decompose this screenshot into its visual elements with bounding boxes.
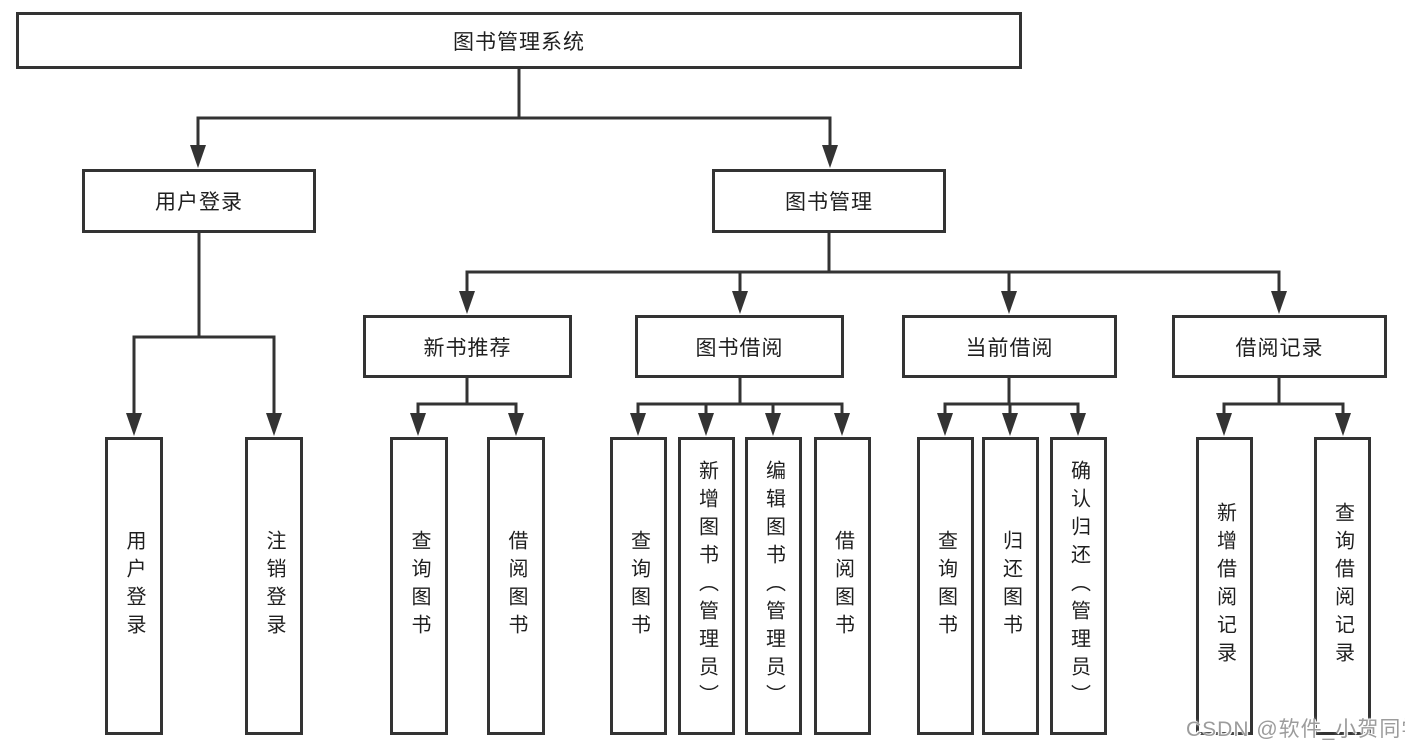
arrowhead-icons: [126, 145, 1351, 436]
leaf-borrow-books-borrow: 借阅图书: [814, 437, 871, 735]
leaf-logout-login: 注销登录: [245, 437, 303, 735]
leaf-edit-books-admin: 编辑图书（管理员）: [745, 437, 802, 735]
leaf-add-books-admin: 新增图书（管理员）: [678, 437, 735, 735]
leaf-return-books: 归还图书: [982, 437, 1039, 735]
connector-segments: [132, 69, 1345, 420]
node-book-borrowing: 图书借阅: [635, 315, 844, 378]
node-book-management: 图书管理: [712, 169, 946, 233]
csdn-watermark: CSDN @软件_小贺同学: [1186, 718, 1405, 741]
node-library-system: 图书管理系统: [16, 12, 1022, 69]
leaf-user-login: 用户登录: [105, 437, 163, 735]
leaf-query-books-borrow: 查询图书: [610, 437, 667, 735]
leaf-add-borrow-record: 新增借阅记录: [1196, 437, 1253, 735]
node-borrow-records: 借阅记录: [1172, 315, 1387, 378]
leaf-query-books-current: 查询图书: [917, 437, 974, 735]
node-new-book-recommend: 新书推荐: [363, 315, 572, 378]
node-user-login: 用户登录: [82, 169, 316, 233]
leaf-borrow-books-recommend: 借阅图书: [487, 437, 545, 735]
leaf-query-books-recommend: 查询图书: [390, 437, 448, 735]
node-current-borrowing: 当前借阅: [902, 315, 1117, 378]
leaf-query-borrow-record: 查询借阅记录: [1314, 437, 1371, 735]
leaf-confirm-return-admin: 确认归还（管理员）: [1050, 437, 1107, 735]
